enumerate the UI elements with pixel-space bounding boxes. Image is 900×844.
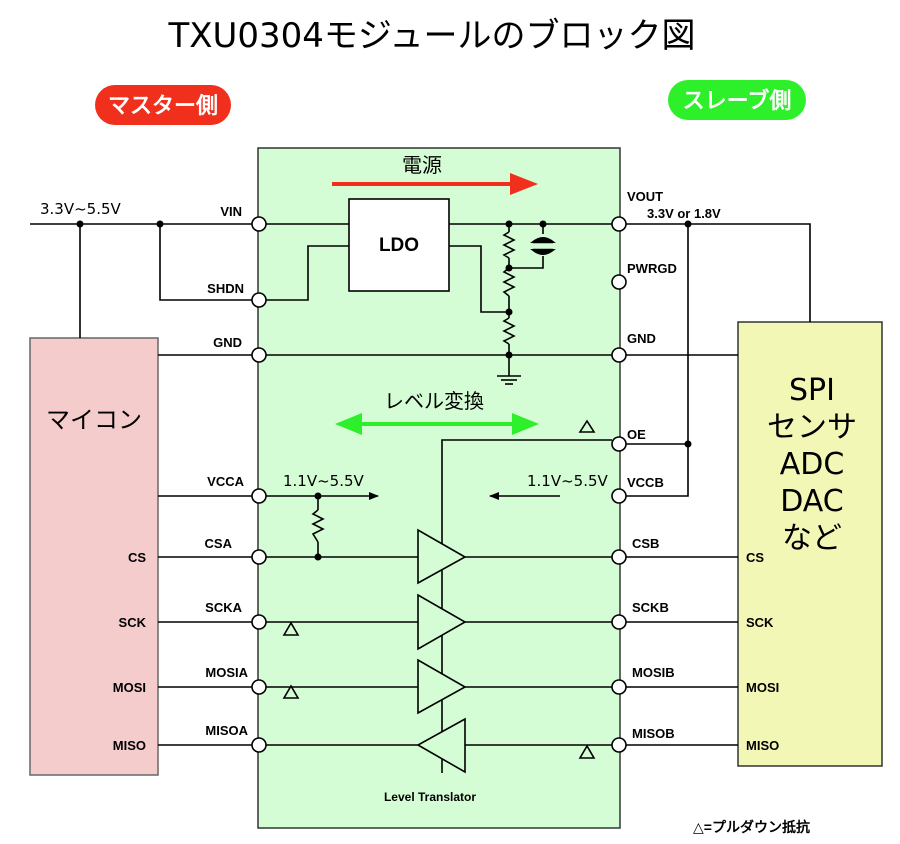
pin-gnd-left-label: GND bbox=[213, 335, 242, 350]
junction-dots bbox=[76, 220, 692, 561]
slave-side-badge: スレーブ側 bbox=[668, 80, 806, 120]
level-shift-arrow bbox=[335, 413, 539, 435]
pulldown-oe-icon bbox=[578, 419, 596, 433]
pin-csa-label: CSA bbox=[205, 536, 233, 551]
buffer-miso bbox=[416, 717, 466, 774]
module-footer-label: Level Translator bbox=[384, 790, 476, 804]
slave-pin-cs: CS bbox=[746, 550, 764, 565]
pin-csb-label: CSB bbox=[632, 536, 659, 551]
pin-vcca-label: VCCA bbox=[207, 474, 244, 489]
mcu-pin-mosi: MOSI bbox=[113, 680, 146, 695]
pin-terminals bbox=[251, 216, 627, 753]
wiring bbox=[30, 223, 811, 773]
pin-gnd-right-label: GND bbox=[627, 331, 656, 346]
pin-misoa-label: MISOA bbox=[205, 723, 248, 738]
power-flow-arrow bbox=[332, 173, 538, 195]
pin-oe-label: OE bbox=[627, 427, 646, 442]
pin-mosib-label: MOSIB bbox=[632, 665, 675, 680]
resistor-divider bbox=[502, 231, 516, 345]
mcu-pin-sck: SCK bbox=[119, 615, 147, 630]
diagram-title: TXU0304モジュールのブロック図 bbox=[167, 16, 695, 56]
pin-misob-label: MISOB bbox=[632, 726, 675, 741]
pin-vccb-label: VCCB bbox=[627, 475, 664, 490]
mcu-label: マイコン bbox=[46, 406, 142, 434]
power-label: 電源 bbox=[402, 153, 442, 177]
capacitor-icon bbox=[530, 237, 556, 255]
pin-mosia-label: MOSIA bbox=[205, 665, 248, 680]
slave-label-line-5: など bbox=[782, 521, 842, 556]
level-shift-label: レベル変換 bbox=[384, 389, 484, 413]
slave-pin-sck: SCK bbox=[746, 615, 774, 630]
vcca-voltage-range: 1.1V~5.5V bbox=[283, 472, 365, 490]
master-side-label: マスター側 bbox=[108, 93, 218, 118]
input-voltage-range: 3.3V~5.5V bbox=[40, 200, 122, 218]
output-voltage: 3.3V or 1.8V bbox=[647, 206, 721, 221]
pulldown-legend: △=プルダウン抵抗 bbox=[693, 819, 810, 835]
pin-vin-label: VIN bbox=[220, 204, 242, 219]
pulldown-markers bbox=[282, 419, 596, 759]
slave-pin-mosi: MOSI bbox=[746, 680, 779, 695]
slave-label-line-1: SPI bbox=[789, 373, 835, 408]
ldo-block bbox=[348, 198, 450, 292]
pulldown-mosia-icon bbox=[282, 684, 300, 699]
pin-shdn-label: SHDN bbox=[207, 281, 244, 296]
pulldown-misob-icon bbox=[578, 744, 596, 759]
slave-label-line-4: DAC bbox=[780, 484, 844, 519]
pin-scka-label: SCKA bbox=[205, 600, 242, 615]
buffer-sck bbox=[417, 593, 467, 651]
pin-vout-label: VOUT bbox=[627, 189, 663, 204]
buffer-cs bbox=[417, 528, 467, 585]
master-side-badge: マスター側 bbox=[95, 85, 231, 125]
slave-label-line-3: ADC bbox=[780, 447, 845, 482]
mcu-pin-miso: MISO bbox=[113, 738, 146, 753]
ldo-label: LDO bbox=[379, 235, 419, 256]
mcu-pin-cs: CS bbox=[128, 550, 146, 565]
slave-label-line-2: センサ bbox=[767, 410, 857, 445]
slave-device-block bbox=[737, 321, 883, 767]
pin-pwrgd-label: PWRGD bbox=[627, 261, 677, 276]
pin-sckb-label: SCKB bbox=[632, 600, 669, 615]
slave-pin-miso: MISO bbox=[746, 738, 779, 753]
buffer-mosi bbox=[417, 658, 467, 715]
resistor-vcca-pullup bbox=[311, 509, 325, 543]
vccb-voltage-range: 1.1V~5.5V bbox=[527, 472, 609, 490]
pulldown-scka-icon bbox=[282, 621, 300, 636]
slave-side-label: スレーブ側 bbox=[683, 88, 792, 113]
